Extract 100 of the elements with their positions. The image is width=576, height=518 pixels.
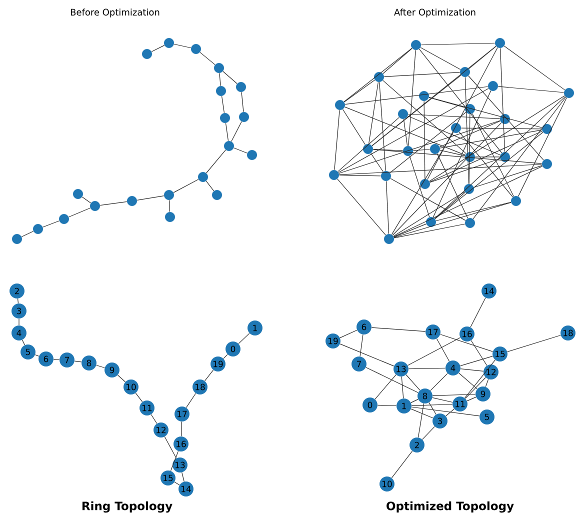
edge-line [241, 92, 244, 112]
edge-line [340, 330, 358, 338]
graph-node: 10 [124, 379, 138, 394]
graph-node [542, 159, 552, 169]
edge-line [100, 201, 128, 206]
graph-node [465, 152, 475, 162]
graph-node: 8 [82, 355, 96, 370]
graph-node [374, 72, 384, 82]
graph-node: 13 [172, 457, 188, 472]
graph-node: 6 [356, 320, 372, 334]
graph-node: 13 [394, 362, 408, 376]
graph-node [165, 212, 175, 222]
graph-node [398, 108, 408, 119]
graph-node [127, 196, 137, 206]
graph-node [164, 38, 174, 48]
graph-node [403, 146, 413, 156]
edge-line [53, 359, 60, 360]
edge-line [436, 338, 450, 362]
edge-line [370, 153, 384, 172]
graph-node: 6 [38, 351, 54, 366]
graph-node: 11 [140, 400, 154, 416]
graph-node: 8 [418, 388, 432, 404]
graph-node: 14 [178, 481, 194, 496]
edge-line [439, 120, 501, 148]
edge-line [222, 71, 238, 84]
edge-line [464, 360, 496, 398]
edge-line [408, 116, 500, 156]
graph-node [384, 234, 394, 244]
panel-title: Before Optimization [70, 8, 160, 18]
edge-line [474, 156, 500, 158]
graph-node [488, 81, 498, 91]
graph-node [451, 123, 461, 133]
graph-node [381, 170, 391, 181]
graph-node: 0 [226, 341, 240, 356]
graph-node [247, 150, 257, 160]
edge-line [466, 396, 476, 402]
edge-line [429, 130, 543, 182]
panel-title: After Optimization [394, 8, 476, 18]
edge-line [384, 72, 460, 77]
edge-line [434, 132, 544, 220]
graph-node: 9 [104, 362, 120, 378]
graph-node: 2 [10, 283, 24, 298]
graph-node [90, 201, 100, 211]
edge-line [22, 340, 25, 346]
edge-line [338, 164, 542, 176]
graph-node: 10 [380, 476, 394, 492]
graph-node: 15 [160, 470, 176, 486]
edge-line [428, 97, 542, 128]
edge-line [432, 394, 476, 396]
graph-node [465, 218, 475, 228]
graph-node [495, 38, 505, 48]
edge-line [344, 106, 466, 156]
graph-node [564, 88, 574, 98]
edge-line [411, 406, 480, 416]
edge-line [223, 354, 228, 359]
graph-node [191, 44, 201, 54]
graph-node: 16 [460, 326, 474, 342]
graph-node: 7 [352, 356, 366, 372]
edge-line [422, 426, 435, 440]
edge-line [424, 100, 426, 180]
edge-line [366, 367, 418, 393]
graph-node [33, 224, 43, 234]
edge-line [204, 370, 214, 382]
edge-line [372, 74, 462, 146]
edge-line [342, 109, 366, 145]
graph-node [500, 152, 510, 162]
edge-line [221, 96, 225, 114]
graph-node [239, 112, 249, 122]
edge-line [418, 48, 502, 154]
edge-line [338, 117, 400, 172]
edge-line [338, 120, 500, 174]
edge-line [168, 200, 170, 212]
edge-line [418, 403, 424, 438]
edge-line [340, 344, 394, 366]
edge-line [18, 318, 20, 326]
graph-node: 17 [174, 406, 190, 422]
edge-line [174, 482, 180, 486]
edge-line [391, 132, 454, 235]
edge-line [374, 374, 396, 400]
edge-line [507, 334, 561, 352]
edge-line [219, 72, 221, 86]
edge-line [411, 404, 453, 406]
edge-line [68, 208, 90, 218]
graph-node [224, 141, 234, 151]
edge-line [379, 82, 386, 172]
graph-node: 4 [12, 325, 26, 340]
edge-line [464, 76, 470, 184]
edge-line [436, 202, 512, 222]
graph-node [500, 114, 510, 124]
graph-node [420, 178, 430, 189]
edge-line [338, 88, 489, 173]
edge-line [468, 76, 544, 160]
edge-line [231, 121, 242, 142]
edge-line [440, 130, 542, 148]
edge-line [234, 148, 248, 154]
graph-node: 11 [452, 396, 468, 412]
edge-line [225, 122, 229, 142]
edge-line [390, 112, 466, 174]
edge-line [238, 333, 250, 344]
graph-node: 19 [210, 356, 226, 372]
